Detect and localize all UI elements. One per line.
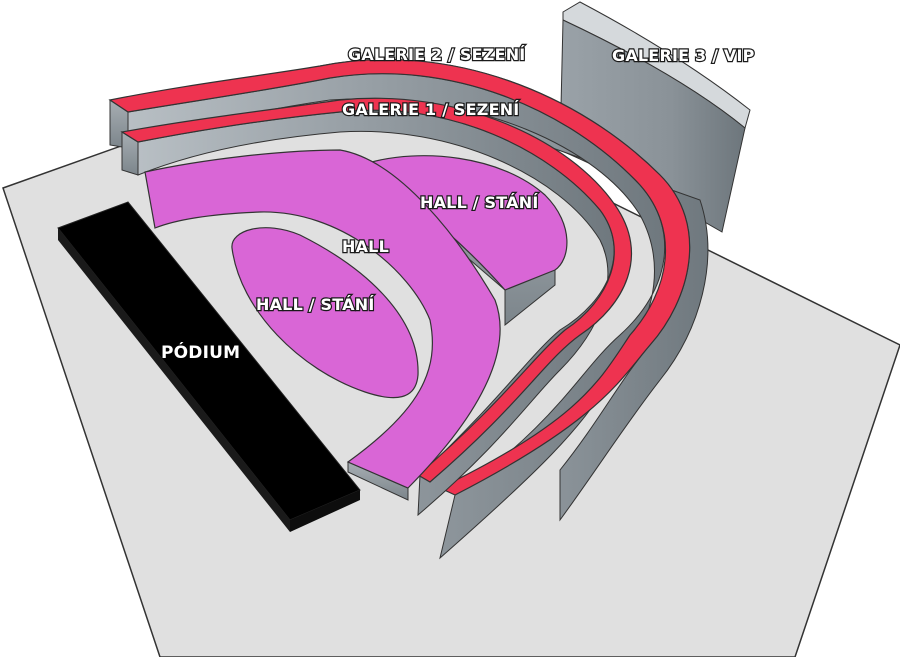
hall-standing-left[interactable]: [231, 227, 419, 399]
gallery-2-seating[interactable]: [108, 58, 709, 560]
hall-standing-right-label: HALL / STÁNÍ: [420, 193, 538, 212]
podium-label: PÓDIUM: [161, 341, 240, 363]
gallery-2-label: GALERIE 2 / SEZENÍ: [348, 45, 525, 64]
hall-label: HALL: [342, 237, 389, 256]
gallery-3-label: GALERIE 3 / VIP: [612, 46, 755, 65]
gallery-1-label: GALERIE 1 / SEZENÍ: [342, 100, 519, 119]
hall-arc[interactable]: [144, 149, 501, 501]
gallery-1-seating[interactable]: [120, 97, 632, 517]
podium-block[interactable]: [57, 201, 361, 532]
hall-standing-left-label: HALL / STÁNÍ: [256, 295, 374, 314]
